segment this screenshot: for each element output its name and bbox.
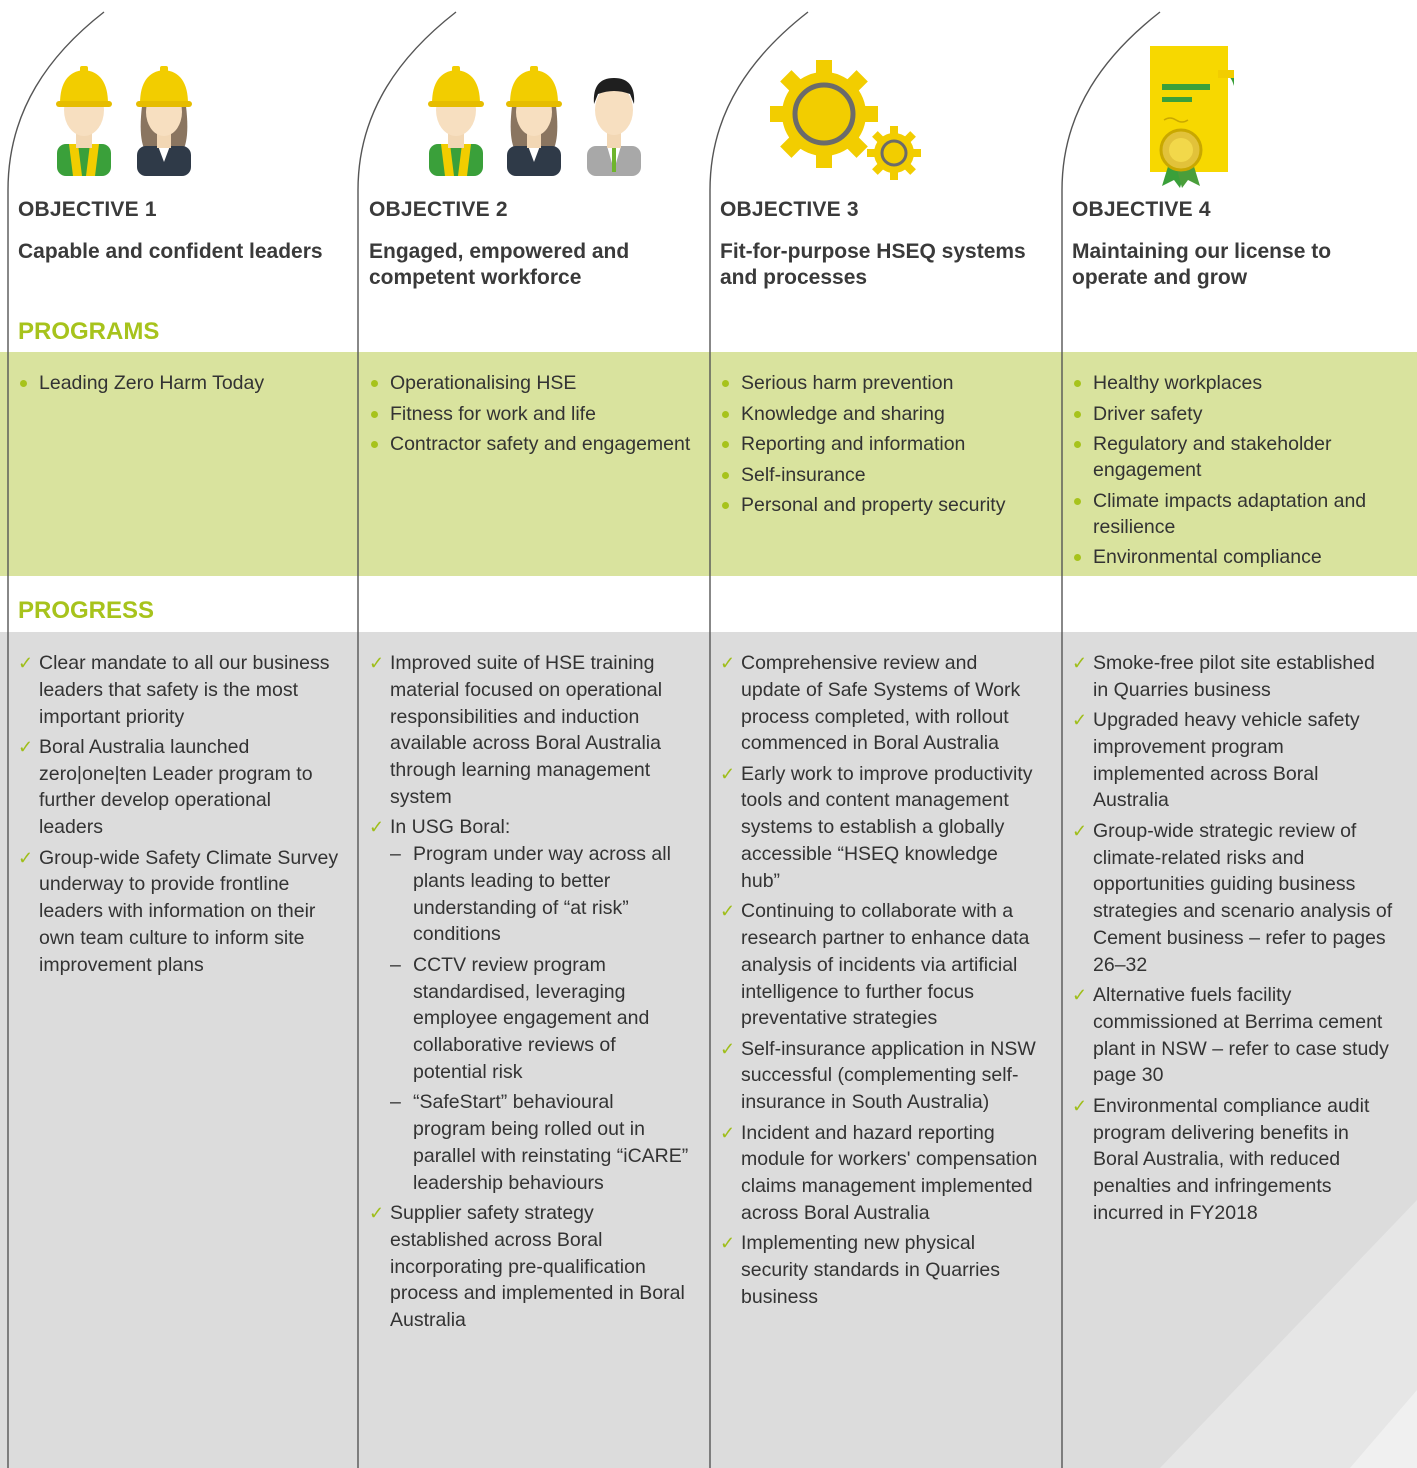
- check-icon: ✓: [720, 1038, 736, 1059]
- progress-band-highlight: [1350, 1390, 1417, 1468]
- check-icon: ✓: [720, 1233, 736, 1254]
- objective-3-column: OBJECTIVE 3 Fit-for-purpose HSEQ systems…: [720, 0, 1042, 1468]
- progress-item: ✓Incident and hazard reporting module fo…: [720, 1121, 1038, 1224]
- objective-title: Fit-for-purpose HSEQ systems and process…: [720, 240, 1026, 289]
- check-icon: ✓: [369, 817, 385, 838]
- progress-list: ✓Smoke-free pilot site established in Qu…: [1072, 650, 1394, 1230]
- program-item: Driver safety: [1072, 401, 1394, 427]
- progress-item: ✓Environmental compliance audit program …: [1072, 1094, 1370, 1224]
- separator-2: [709, 11, 809, 1468]
- objective-number: OBJECTIVE 1: [18, 198, 157, 221]
- progress-sub-item: –“SafeStart” behavioural program being r…: [390, 1091, 689, 1194]
- dash-icon: –: [390, 843, 401, 866]
- progress-item: ✓Group-wide Safety Climate Survey underw…: [18, 846, 339, 976]
- progress-item: ✓Alternative fuels facility commissioned…: [1072, 984, 1389, 1087]
- check-icon: ✓: [369, 653, 385, 673]
- progress-list: ✓Improved suite of HSE training material…: [369, 650, 691, 1337]
- programs-list: Serious harm prevention Knowledge and sh…: [720, 370, 1042, 523]
- separator-3: [1061, 11, 1161, 1468]
- check-icon: ✓: [1072, 1095, 1088, 1116]
- progress-list: ✓Clear mandate to all our business leade…: [18, 650, 340, 982]
- objective-title: Capable and confident leaders: [18, 240, 323, 263]
- program-item: Knowledge and sharing: [720, 401, 1042, 427]
- objective-number: OBJECTIVE 4: [1072, 198, 1211, 221]
- progress-sub-list: –Program under way across all plants lea…: [390, 841, 691, 1196]
- separator-1: [357, 11, 457, 1468]
- program-item: Leading Zero Harm Today: [18, 370, 340, 396]
- programs-band: [0, 352, 1417, 576]
- check-icon: ✓: [18, 736, 34, 757]
- objective-title: Maintaining our license to operate and g…: [1072, 240, 1332, 289]
- objective-2-column: OBJECTIVE 2 Engaged, empowered and compe…: [369, 0, 691, 1468]
- check-icon: ✓: [1072, 653, 1088, 673]
- progress-sub-item: –CCTV review program standardised, lever…: [390, 953, 650, 1083]
- program-item: Climate impacts adaptation and resilienc…: [1072, 488, 1394, 540]
- progress-band-shade: [1160, 1200, 1417, 1468]
- progress-item: ✓Group-wide strategic review of climate-…: [1072, 819, 1393, 976]
- icons-layer: [56, 46, 1234, 188]
- progress-list: ✓Comprehensive review and update of Safe…: [720, 650, 1042, 1314]
- certificate-icon: [1150, 46, 1234, 188]
- progress-item: ✓Continuing to collaborate with a resear…: [720, 900, 1030, 1030]
- objective-title: Engaged, empowered and competent workfor…: [369, 240, 630, 289]
- program-item: Self-insurance: [720, 462, 1042, 488]
- dash-icon: –: [390, 1091, 401, 1114]
- progress-sub-item: –Program under way across all plants lea…: [390, 843, 671, 946]
- objective-number: OBJECTIVE 2: [369, 198, 508, 221]
- progress-item: ✓Boral Australia launched zero|one|ten L…: [18, 735, 313, 839]
- progress-item: ✓Improved suite of HSE training material…: [369, 652, 663, 808]
- objective-4-column: OBJECTIVE 4 Maintaining our license to o…: [1072, 0, 1394, 1468]
- program-item: Contractor safety and engagement: [369, 431, 691, 457]
- check-icon: ✓: [18, 653, 34, 673]
- program-item: Environmental compliance: [1072, 544, 1394, 570]
- program-item: Reporting and information: [720, 431, 1042, 457]
- objective-number: OBJECTIVE 3: [720, 198, 859, 221]
- progress-item: ✓Smoke-free pilot site established in Qu…: [1072, 652, 1375, 701]
- progress-band: [0, 632, 1417, 1468]
- check-icon: ✓: [720, 763, 736, 784]
- programs-list: Operationalising HSE Fitness for work an…: [369, 370, 691, 462]
- objective-1-column: OBJECTIVE 1 Capable and confident leader…: [18, 0, 340, 1468]
- check-icon: ✓: [720, 1122, 736, 1143]
- programs-list: Leading Zero Harm Today: [18, 370, 340, 401]
- program-item: Healthy workplaces: [1072, 370, 1394, 396]
- programs-label: PROGRAMS: [18, 318, 160, 345]
- separator-left: [7, 11, 105, 1468]
- progress-item: ✓Comprehensive review and update of Safe…: [720, 652, 1021, 755]
- program-item: Regulatory and stakeholder engagement: [1072, 431, 1394, 483]
- progress-item: ✓Early work to improve productivity tool…: [720, 762, 1033, 892]
- progress-item: ✓Self-insurance application in NSW succe…: [720, 1037, 1036, 1114]
- progress-item: ✓Clear mandate to all our business leade…: [18, 652, 330, 728]
- program-item: Serious harm prevention: [720, 370, 1042, 396]
- progress-item: ✓In USG Boral: –Program under way across…: [369, 814, 691, 1196]
- program-item: Personal and property security: [720, 492, 1042, 518]
- check-icon: ✓: [1072, 710, 1088, 731]
- check-icon: ✓: [1072, 985, 1088, 1006]
- check-icon: ✓: [1072, 820, 1088, 841]
- progress-item: ✓Implementing new physical security stan…: [720, 1232, 1001, 1308]
- dash-icon: –: [390, 953, 401, 976]
- programs-list: Healthy workplaces Driver safety Regulat…: [1072, 370, 1394, 575]
- check-icon: ✓: [720, 653, 736, 673]
- program-item: Fitness for work and life: [369, 401, 691, 427]
- check-icon: ✓: [720, 901, 736, 922]
- check-icon: ✓: [18, 847, 34, 868]
- progress-item: ✓Upgraded heavy vehicle safety improveme…: [1072, 709, 1360, 812]
- progress-item: ✓Supplier safety strategy established ac…: [369, 1201, 685, 1332]
- program-item: Operationalising HSE: [369, 370, 691, 396]
- check-icon: ✓: [369, 1202, 385, 1223]
- progress-label: PROGRESS: [18, 597, 155, 624]
